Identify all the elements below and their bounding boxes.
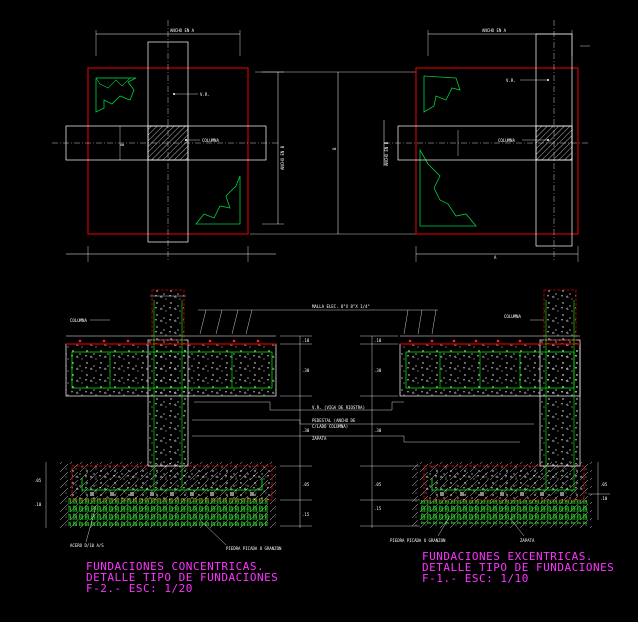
section-right: .10 .30 .30 .05 .15 .05 .10 COLUMNA PIED… [360,289,614,585]
label-columna-left: COLUMNA [70,318,87,323]
label-piedra-left: PIEDRA PICADA O GRANZON [226,546,282,551]
label-zapata: ZAPATA [312,436,327,441]
label-pedestal-1: PEDESTAL (ANCHO DE [312,418,356,423]
dim-bottom-label: A [494,255,497,260]
label-vr: V.R. (VIGA DE RIOSTRA) [312,405,365,410]
dim-label: .05 [374,482,382,487]
caption-right-line1: FUNDACIONES EXCENTRICAS. [422,550,593,563]
dim-label: .10 [374,338,382,343]
footing-outline [415,67,579,235]
rebar-breakline [95,77,137,113]
dim-right-label: ANCHO EN B [280,145,285,170]
dim-label: .30 [374,368,382,373]
dim-label: .15 [302,512,310,517]
plan-right: ANCHO EN A ANCHO EN B A V.R. COLUMNA [383,20,590,262]
dim-label: .10 [600,496,608,501]
label-acero: ACERO D/10 A/S [70,543,104,548]
caption-left-line2: DETALLE TIPO DE FUNDACIONES [86,571,278,584]
caption-right-line2: DETALLE TIPO DE FUNDACIONES [422,561,614,574]
dim-top-label: ANCHO EN A [482,28,507,33]
label-columna: COLUMNA [202,138,219,143]
caption-left-line3: F-2.- ESC: 1/20 [86,582,193,595]
dim-left-label: ANCHO EN B [384,141,389,166]
label-vr: V.R. [200,92,210,97]
dim-label: .05 [34,478,42,483]
label-vr: V.R. [506,78,516,83]
center-dimension: B [250,71,420,235]
caption-right-line3: F-1.- ESC: 1/10 [422,572,529,585]
dim-label: .10 [34,502,42,507]
label-malla: MALLA ELEC. 8"X 8"X 1/4" [312,304,370,309]
zapata [423,465,585,501]
label-pedestal-2: C/LADO COLUMNA) [312,424,348,429]
label-columna-right: COLUMNA [504,314,521,319]
dim-label: .30 [302,368,310,373]
label-zapata-right: ZAPATA [520,538,535,543]
caption-left-line1: FUNDACIONES CONCENTRICAS. [86,560,264,573]
dim-label: .30 [374,428,382,433]
dim-left-label: B [120,143,125,146]
dim-top-label: ANCHO EN A [170,28,195,33]
dim-label: .10 [302,338,310,343]
plan-left: ANCHO EN A ANCHO EN B B V.R. COLUMNA [52,20,285,262]
center-dim-label: B [332,147,337,150]
dim-label: .05 [302,482,310,487]
label-columna: COLUMNA [498,138,515,143]
dim-label: .15 [374,506,382,511]
section-left: .10 .30 .30 .05 .15 .05 .10 COLUMNA ACER… [34,289,312,595]
section-shared-labels: MALLA ELEC. 8"X 8"X 1/4" V.R. (VIGA DE R… [192,304,534,443]
label-piedra-right: PIEDRA PICADA O GRANZON [390,538,446,543]
dim-label: .05 [600,482,608,487]
dim-label: .30 [302,428,310,433]
